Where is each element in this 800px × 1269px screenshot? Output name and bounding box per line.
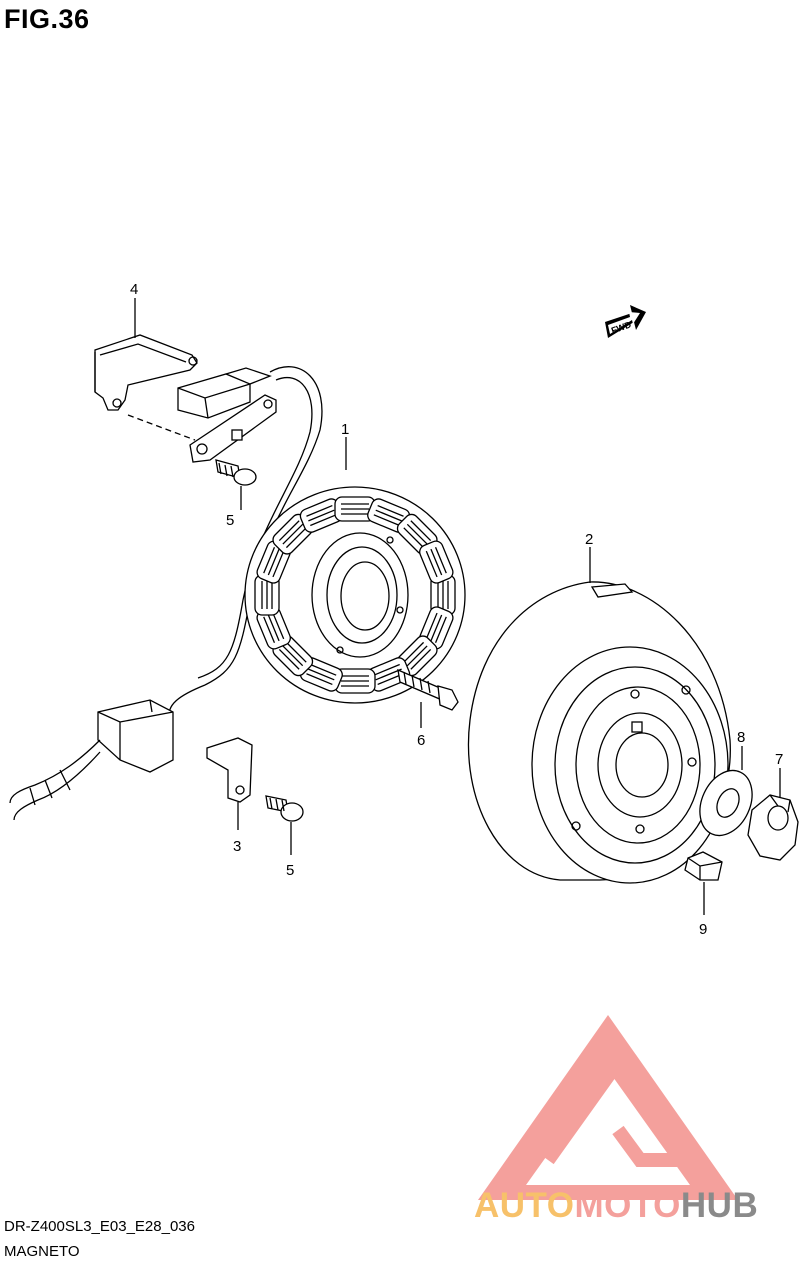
stator-coil-winding	[263, 616, 276, 644]
stator-coil-winding	[410, 520, 432, 542]
part-8-washer	[699, 769, 753, 837]
stator-coil-winding	[377, 504, 404, 517]
callout-8: 8	[737, 729, 745, 746]
stator-coil-winding	[278, 648, 300, 670]
part-7-nut	[747, 794, 799, 861]
diagram-code: DR-Z400SL3_E03_E28_036	[4, 1218, 195, 1235]
callout-2: 2	[585, 531, 593, 548]
stator-coil-winding	[306, 504, 333, 517]
logo-word-moto: MOTO	[575, 1186, 681, 1225]
stator-coil-winding	[267, 548, 280, 576]
part-6-bolt	[397, 668, 459, 711]
figure-label: FIG.36	[4, 4, 90, 34]
stator-coil-winding	[278, 520, 300, 542]
part-4-wire-bracket	[94, 334, 277, 463]
stator-coil-winding	[425, 612, 438, 640]
stator-coil-winding	[434, 616, 447, 644]
callout-5-lower: 5	[286, 862, 294, 879]
stator-coil-winding	[267, 614, 280, 642]
stator-coil-winding	[272, 550, 285, 578]
stator-coil-winding	[308, 668, 335, 681]
fwd-arrow-icon: FWD	[605, 305, 646, 338]
callout-3: 3	[233, 838, 241, 855]
part-2-rotor	[467, 581, 731, 884]
stator-coil-winding	[306, 673, 333, 686]
stator-coil-winding	[272, 612, 285, 640]
stator-coil-winding	[285, 641, 307, 663]
stator-coil-winding	[285, 527, 307, 549]
svg-text:AUTOMOTOHUB: AUTOMOTOHUB	[474, 1186, 758, 1225]
stator-coil-winding	[375, 668, 402, 681]
stator-coil-winding	[434, 546, 447, 574]
part-5-screw-lower	[265, 795, 304, 822]
stator-coil-winding	[373, 663, 400, 676]
stator-coil-winding	[263, 546, 276, 574]
wire-harness	[9, 366, 323, 821]
callout-7: 7	[775, 751, 783, 768]
stator-coil-winding	[410, 648, 432, 670]
stator-coil-winding	[403, 527, 425, 549]
callout-4: 4	[130, 281, 138, 298]
automotohub-logo: AUTOMOTOHUB	[474, 1015, 758, 1225]
callout-6: 6	[417, 732, 425, 749]
part-5-screw-upper	[215, 459, 257, 486]
stator-coil-winding	[406, 523, 428, 545]
stator-coil-winding	[430, 548, 443, 576]
diagram-name: MAGNETO	[4, 1243, 80, 1260]
callout-1: 1	[341, 421, 349, 438]
stator-coil-winding	[310, 514, 337, 527]
stator-coil-winding	[403, 641, 425, 663]
stator-coil-winding	[282, 523, 304, 545]
stator-coil-winding	[430, 614, 443, 642]
stator-coil-winding	[425, 550, 438, 578]
part-1-stator	[244, 486, 466, 704]
callout-9: 9	[699, 921, 707, 938]
stator-coil-winding	[308, 509, 335, 522]
part-9-key	[684, 851, 723, 881]
stator-coil-winding	[282, 645, 304, 667]
stator-coil-winding	[373, 514, 400, 527]
logo-word-auto: AUTO	[474, 1186, 575, 1225]
logo-word-hub: HUB	[681, 1186, 758, 1225]
stator-coil-winding	[375, 509, 402, 522]
stator-coil-winding	[310, 663, 337, 676]
callout-leaders	[134, 298, 781, 915]
part-3-bracket	[206, 737, 253, 803]
callout-numbers: 4 1 2 5 3 5 6 8 7 9	[130, 281, 783, 938]
callout-5-upper: 5	[226, 512, 234, 529]
stator-coil-winding	[406, 645, 428, 667]
